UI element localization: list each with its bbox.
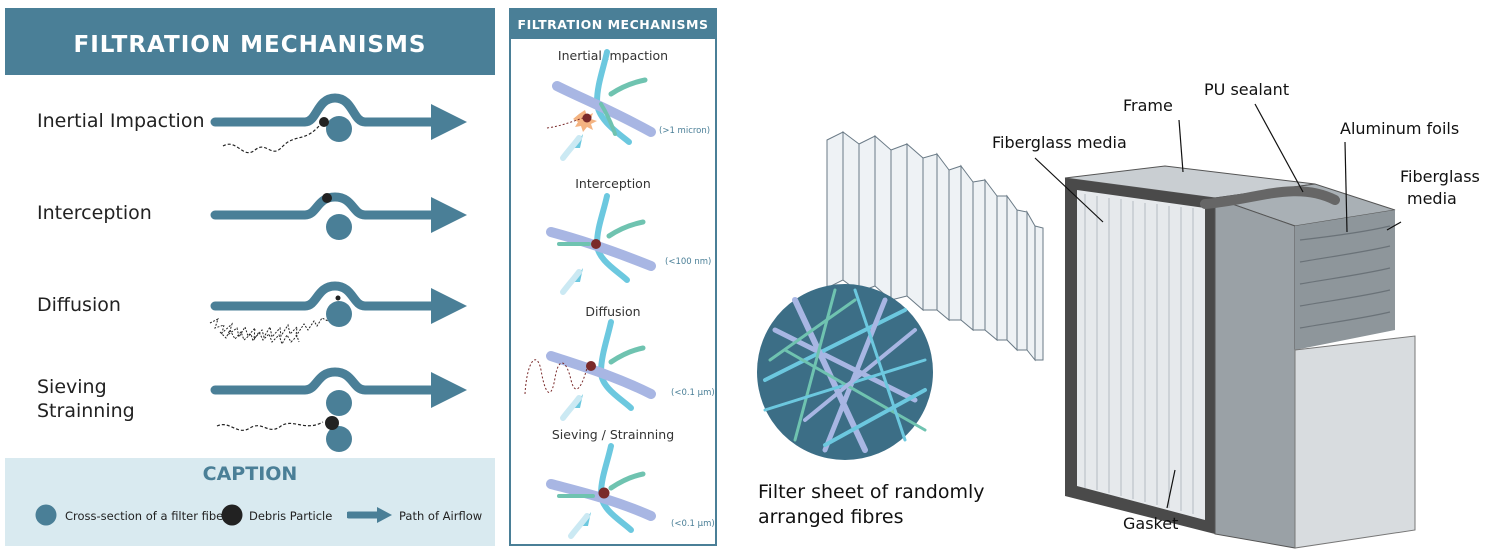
label-fiberglass-media-left: Fiberglass media — [992, 133, 1127, 152]
panel-title: FILTRATION MECHANISMS — [73, 32, 427, 58]
interception-illustration — [546, 193, 656, 295]
mechanism-diagrams — [209, 93, 467, 452]
particle-size-label: (<0.1 µm) — [671, 388, 715, 398]
mechanism-label-interception: Interception — [37, 202, 152, 224]
label-frame: Frame — [1123, 96, 1173, 115]
interception-diagram — [210, 192, 467, 240]
particle-dot-icon — [221, 504, 243, 526]
mechanism-label-inertial-impaction: Inertial Impaction — [557, 48, 669, 63]
label-pu-sealant: PU sealant — [1204, 80, 1290, 99]
sieving-illustration — [546, 443, 656, 539]
label-fiberglass-media-right-line2: media — [1407, 189, 1457, 208]
mechanism-label-sieving: Sieving — [37, 376, 107, 398]
mechanism-label-strainning: Strainning — [37, 400, 135, 422]
hepa-filter-illustration — [757, 103, 1416, 549]
fiber-magnified-circle — [757, 284, 933, 460]
inertial-impaction-illustration — [511, 10, 656, 161]
mechanism-label-interception: Interception — [575, 176, 651, 191]
legend-label-airflow: Path of Airflow — [399, 509, 483, 523]
panel-title: FILTRATION MECHANISMS — [517, 17, 709, 32]
mechanism-label-inertial-impaction: Inertial Impaction — [37, 110, 205, 132]
particle-size-label: (>1 micron) — [659, 126, 711, 136]
legend-label-particle: Debris Particle — [249, 509, 333, 523]
caption-title: CAPTION — [202, 463, 298, 485]
callout-leader-lines — [1034, 103, 1402, 509]
label-filter-sheet-line2: arranged fibres — [758, 506, 904, 528]
fiber-circle-icon — [35, 504, 57, 526]
particle-size-label: (<100 nm) — [665, 257, 712, 267]
mechanism-label-sieving-strainning: Sieving / Strainning — [551, 427, 675, 442]
diffusion-diagram — [209, 281, 467, 346]
particle-size-label: (<0.1 µm) — [671, 519, 715, 529]
sieving-diagram — [210, 367, 467, 452]
mechanism-label-diffusion: Diffusion — [585, 304, 641, 319]
mechanism-label-diffusion: Diffusion — [37, 294, 121, 316]
label-filter-sheet-line1: Filter sheet of randomly — [758, 481, 985, 503]
panel-header — [511, 10, 715, 39]
filtration-panel-left: FILTRATION MECHANISMS Inertial Impaction… — [5, 8, 495, 546]
filtration-panel-center: FILTRATION MECHANISMS Inertial Impaction… — [509, 8, 717, 546]
diffusion-illustration — [524, 319, 656, 421]
label-aluminum-foils: Aluminum foils — [1340, 119, 1460, 138]
panel-header — [5, 8, 495, 75]
caption-box — [5, 458, 495, 546]
hepa-filter-frame — [1064, 165, 1416, 549]
arrow-right-icon — [347, 507, 392, 523]
fiber-mechanism-illustrations — [511, 10, 656, 539]
legend-label-fiber: Cross-section of a filter fiber — [65, 509, 228, 523]
label-fiberglass-media-right: Fiberglass — [1400, 167, 1480, 186]
pleated-filter-sheet — [826, 131, 1044, 362]
label-gasket: Gasket — [1123, 514, 1179, 533]
label-filter-sheet: Filter sheet of randomly arranged fibres — [758, 480, 984, 530]
inertial-impaction-diagram — [210, 93, 467, 154]
